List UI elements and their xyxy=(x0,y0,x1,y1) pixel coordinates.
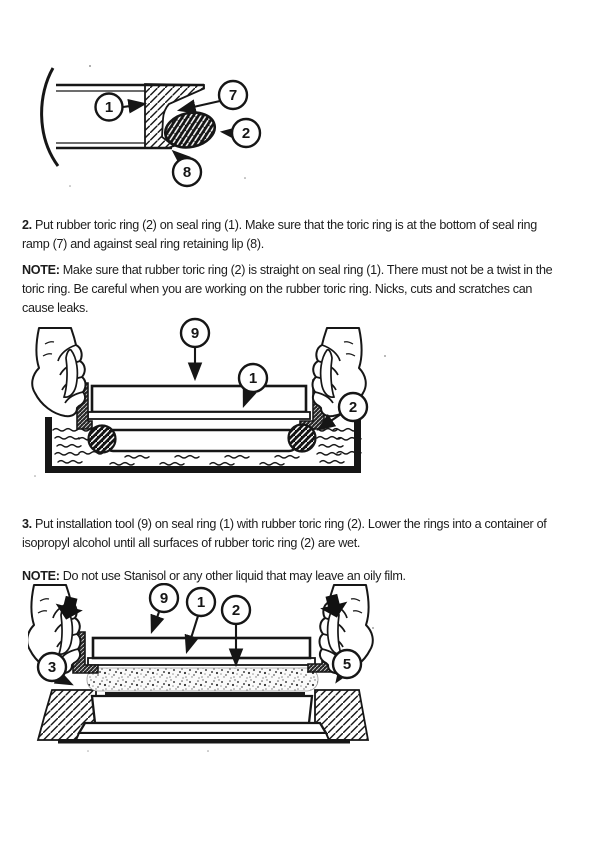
svg-text:2: 2 xyxy=(242,125,250,142)
callout-7: 7 xyxy=(217,79,249,111)
figure-alcohol-container: 9 1 2 xyxy=(25,316,405,496)
container xyxy=(45,417,361,473)
callout-2: 2 xyxy=(230,117,262,149)
figure-seal-ring-cross-section: 1 7 2 8 xyxy=(30,58,280,208)
svg-text:7: 7 xyxy=(229,87,237,104)
svg-text:2: 2 xyxy=(232,602,240,619)
svg-text:8: 8 xyxy=(183,164,191,181)
note-1-paragraph: NOTE: Make sure that rubber toric ring (… xyxy=(22,261,590,318)
seal-ring-plate xyxy=(87,411,311,420)
note-text: Do not use Stanisol or any other liquid … xyxy=(59,568,406,583)
figure-3-drawing: 9 1 2 3 5 xyxy=(26,582,374,752)
callout-2: 2 xyxy=(337,391,369,423)
step-number: 3. xyxy=(22,516,32,531)
callout-1: 1 xyxy=(237,362,269,394)
press-arrow-right-icon xyxy=(320,593,348,618)
svg-text:5: 5 xyxy=(343,656,351,673)
base-line xyxy=(58,739,350,744)
toric-ring-right xyxy=(287,423,317,453)
step-3-paragraph: 3. Put installation tool (9) on seal rin… xyxy=(22,515,590,553)
toric-ring-left xyxy=(87,424,117,454)
callout-2: 2 xyxy=(220,594,252,626)
svg-text:3: 3 xyxy=(48,659,56,676)
note-label: NOTE: xyxy=(22,568,60,583)
figure-press-into-housing: 9 1 2 3 5 xyxy=(26,582,378,755)
svg-text:9: 9 xyxy=(160,590,168,607)
svg-text:1: 1 xyxy=(105,99,113,116)
ring-base xyxy=(74,732,331,741)
svg-text:1: 1 xyxy=(197,594,205,611)
left-hand xyxy=(31,327,87,418)
installation-tool xyxy=(91,636,312,660)
step-2-paragraph: 2. Put rubber toric ring (2) on seal rin… xyxy=(22,216,590,254)
seal-ring-body xyxy=(103,428,299,453)
callout-5: 5 xyxy=(331,648,363,680)
seat-line xyxy=(105,692,305,696)
callout-9: 9 xyxy=(148,582,180,614)
callout-1: 1 xyxy=(185,586,217,618)
callout-9: 9 xyxy=(179,317,211,349)
step-text: Put rubber toric ring (2) on seal ring (… xyxy=(22,217,537,251)
figure-1-drawing: 1 7 2 8 xyxy=(40,65,262,188)
ring-step xyxy=(76,721,329,735)
note-2-paragraph: NOTE: Do not use Stanisol or any other l… xyxy=(22,567,590,586)
svg-text:9: 9 xyxy=(191,325,199,342)
ring-body xyxy=(90,694,314,725)
installation-tool xyxy=(90,384,308,414)
callout-8: 8 xyxy=(171,156,203,188)
toric-ring-band xyxy=(86,667,319,692)
note-text: Make sure that rubber toric ring (2) is … xyxy=(22,262,553,315)
step-number: 2. xyxy=(22,217,32,232)
note-label: NOTE: xyxy=(22,262,60,277)
press-arrow-left-icon xyxy=(55,595,83,620)
callout-1: 1 xyxy=(94,92,124,122)
figure-2-drawing: 9 1 2 xyxy=(31,317,386,477)
svg-text:1: 1 xyxy=(249,370,257,387)
callout-3: 3 xyxy=(36,651,68,683)
svg-text:2: 2 xyxy=(349,399,357,416)
step-text: Put installation tool (9) on seal ring (… xyxy=(22,516,547,550)
